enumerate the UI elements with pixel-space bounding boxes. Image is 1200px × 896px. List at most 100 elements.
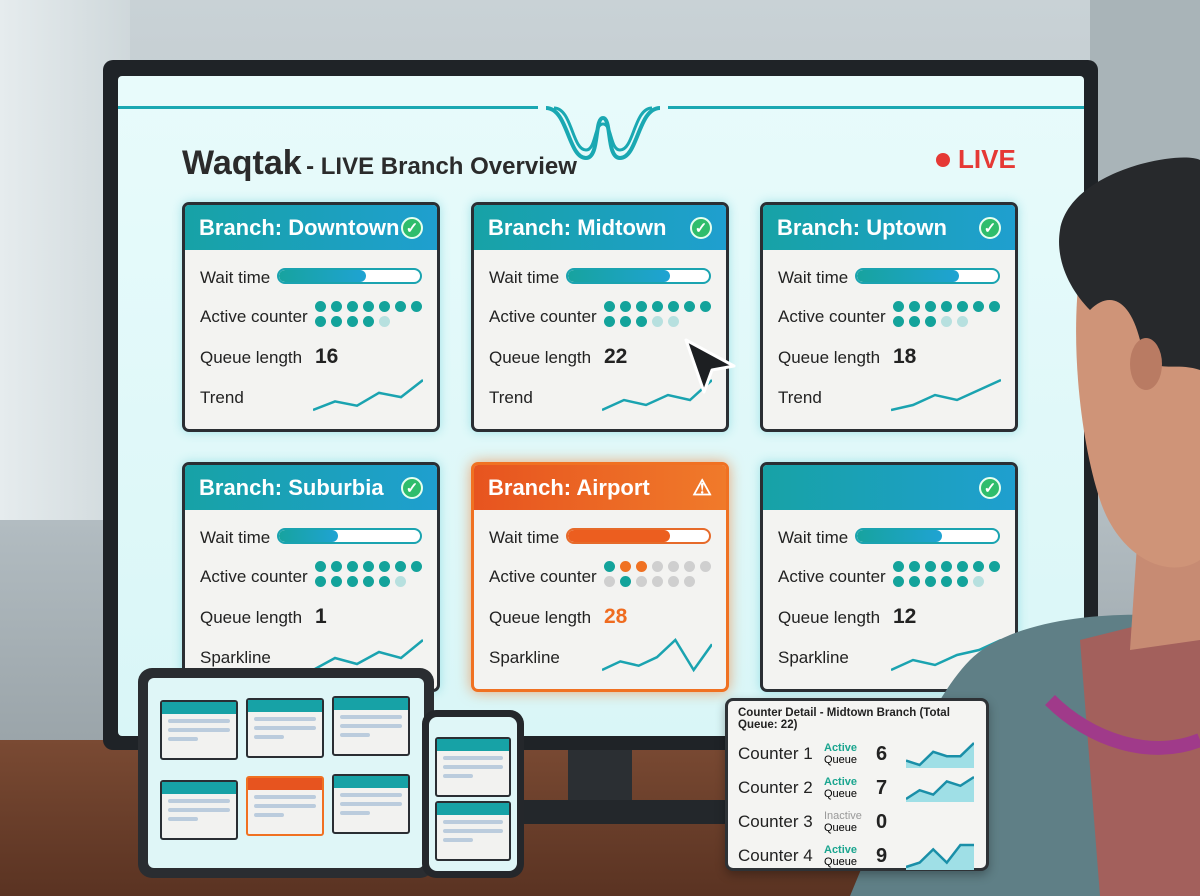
counter-dot [347,576,358,587]
active-counter-label: Active counter [778,307,886,326]
live-dot-icon [936,152,950,167]
mini-branch-card [246,776,324,836]
counter-state: Active [824,776,858,788]
card-header: ✓ [763,465,1015,510]
wait-time-fill [279,270,367,282]
counter-dot [668,301,679,312]
sparkline-line [891,638,1001,672]
wait-time-fill [857,270,959,282]
counter-dot [700,561,711,572]
counter-sparkline [906,742,974,768]
counter-dots [893,301,1003,327]
queue-length-value: 22 [604,345,628,368]
counter-queue-value: 0 [876,810,888,833]
counter-dot [347,561,358,572]
counter-dot [893,561,904,572]
counter-dot [604,316,615,327]
counter-dots [893,561,1003,587]
counter-dot [363,316,374,327]
counter-dot [909,301,920,312]
counter-sparkline [906,775,974,802]
active-counter-label: Active counter [489,567,597,586]
counter-dot [604,301,615,312]
counter-dot [941,561,952,572]
counter-dot [315,301,326,312]
queue-length-label: Queue length [200,348,303,367]
counter-dot [957,561,968,572]
card-header: Branch: Airport ⚠ [474,465,726,510]
branch-card[interactable]: Branch: Suburbia ✓ Wait time Active coun… [182,462,440,692]
counter-dot [652,316,663,327]
counter-name: Counter 3 [738,812,813,831]
branch-title: Branch: Midtown [488,214,667,240]
counter-dot [700,301,711,312]
counter-detail-tooltip: Counter Detail - Midtown Branch (Total Q… [725,698,989,871]
counter-dots [604,561,714,587]
counter-dot [636,316,647,327]
queue-length-label: Queue length [200,608,303,627]
sparkline-line [313,639,423,672]
check-circle-icon: ✓ [690,216,712,239]
counter-dot [925,301,936,312]
counter-dot [347,316,358,327]
branch-title: Branch: Uptown [777,214,947,240]
branch-card[interactable]: Branch: Uptown ✓ Wait time Active counte… [760,202,1018,432]
wait-time-fill [857,530,942,542]
counter-dot [395,576,406,587]
branch-card[interactable]: Branch: Midtown ✓ Wait time Active count… [471,202,729,432]
counter-dots [315,561,425,587]
sparkline-line [602,638,712,673]
counter-dot [684,576,695,587]
trend-sparkline [602,638,712,673]
counter-dot [620,316,631,327]
tablet-screen [148,678,424,868]
queue-label: Queue [824,788,858,800]
trend-sparkline [891,378,1001,412]
card-header: Branch: Downtown ✓ [185,205,437,250]
counter-dot [395,561,406,572]
counter-dot [347,301,358,312]
card-header: Branch: Uptown ✓ [763,205,1015,250]
phone-screen [429,717,517,871]
check-circle-icon: ✓ [401,476,423,499]
counter-queue-value: 7 [876,776,888,799]
counter-dot [909,561,920,572]
counter-dot [636,576,647,587]
counter-dot [363,561,374,572]
trend-label: Sparkline [778,648,849,667]
branch-title: Branch: Downtown [199,214,400,240]
counter-dot [379,301,390,312]
counter-name: Counter 1 [738,744,813,763]
counter-dot [379,316,390,327]
counter-dots [604,301,714,327]
brand-name: Waqtak [182,144,302,182]
wait-time-label: Wait time [489,528,560,547]
counter-dot [893,576,904,587]
mini-branch-card [435,801,511,861]
wait-time-bar [277,268,422,284]
sparkline-line [906,775,974,801]
counter-dot [331,576,342,587]
active-counter-label: Active counter [489,307,597,326]
queue-length-value: 12 [893,605,917,628]
branch-card[interactable]: ✓ Wait time Active counter Queue length … [760,462,1018,692]
counter-dot [941,576,952,587]
queue-label: Queue [824,856,858,868]
mini-branch-card [160,780,238,840]
queue-length-value: 18 [893,345,917,368]
counter-dot [941,301,952,312]
queue-length-value: 28 [604,605,628,628]
branch-card[interactable]: Branch: Downtown ✓ Wait time Active coun… [182,202,440,432]
check-circle-icon: ✓ [401,216,423,239]
wait-time-label: Wait time [489,268,560,287]
counter-dot [604,561,615,572]
counter-dot [973,561,984,572]
counter-dot [668,316,679,327]
page-title: Waqtak - LIVE Branch Overview [182,144,577,183]
queue-length-label: Queue length [778,348,881,367]
counter-dot [925,576,936,587]
branch-card[interactable]: Branch: Airport ⚠ Wait time Active count… [471,462,729,692]
branch-title: Branch: Suburbia [199,474,384,500]
counter-dot [331,316,342,327]
